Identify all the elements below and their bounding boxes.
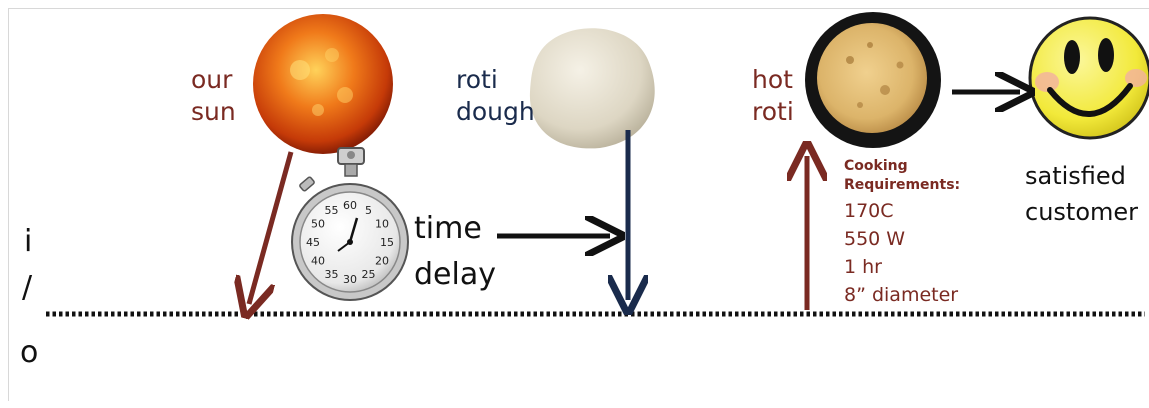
our-sun-label: our sun bbox=[191, 64, 236, 128]
io-slash: / bbox=[22, 270, 33, 305]
io-letter-i: i bbox=[24, 224, 33, 259]
stopwatch-number: 15 bbox=[380, 236, 394, 249]
slide-frame bbox=[8, 8, 1149, 401]
roti-dough-label: roti dough bbox=[456, 64, 535, 128]
stopwatch-number: 20 bbox=[375, 255, 389, 268]
roti-dough-line-2: dough bbox=[456, 97, 535, 126]
hot-roti-line-2: roti bbox=[752, 97, 794, 126]
requirement-temperature: 170C bbox=[844, 200, 894, 222]
stopwatch-number: 60 bbox=[343, 199, 357, 212]
hot-roti-icon bbox=[805, 12, 941, 148]
satisfied-customer-line-1: satisfied bbox=[1025, 162, 1126, 190]
sun-to-line-arrow bbox=[249, 151, 294, 304]
roti-dough-line-1: roti bbox=[456, 65, 498, 94]
roti-dough-icon bbox=[529, 28, 655, 149]
stopwatch-number: 10 bbox=[375, 218, 389, 231]
time-delay-line-1: time bbox=[414, 211, 482, 246]
requirement-diameter: 8” diameter bbox=[844, 284, 959, 306]
satisfied-customer-label: satisfied customer bbox=[1025, 158, 1138, 230]
stopwatch-number: 40 bbox=[311, 255, 325, 268]
requirement-power: 550 W bbox=[844, 228, 906, 250]
requirement-time: 1 hr bbox=[844, 256, 882, 278]
io-letter-o: o bbox=[20, 335, 39, 370]
stopwatch-number: 35 bbox=[325, 268, 339, 281]
sun-icon bbox=[253, 14, 393, 154]
our-sun-line-2: sun bbox=[191, 97, 236, 126]
satisfied-customer-line-2: customer bbox=[1025, 198, 1139, 226]
cooking-title-line-2: Requirements: bbox=[844, 177, 961, 193]
cooking-requirements-title: Cooking Requirements: bbox=[844, 157, 960, 195]
cooking-title-line-1: Cooking bbox=[844, 158, 908, 174]
stopwatch-number: 45 bbox=[306, 236, 320, 249]
stopwatch-number: 30 bbox=[343, 273, 357, 286]
stopwatch-number: 5 bbox=[365, 204, 372, 217]
time-delay-line-2: delay bbox=[414, 257, 496, 292]
hot-roti-line-1: hot bbox=[752, 65, 793, 94]
hot-roti-label: hot roti bbox=[752, 64, 794, 128]
time-delay-label: time delay bbox=[414, 206, 496, 298]
stopwatch-number: 50 bbox=[311, 218, 325, 231]
smiley-face-icon bbox=[1028, 16, 1149, 140]
our-sun-line-1: our bbox=[191, 65, 233, 94]
stopwatch-number: 55 bbox=[325, 204, 339, 217]
stopwatch-number: 25 bbox=[362, 268, 376, 281]
